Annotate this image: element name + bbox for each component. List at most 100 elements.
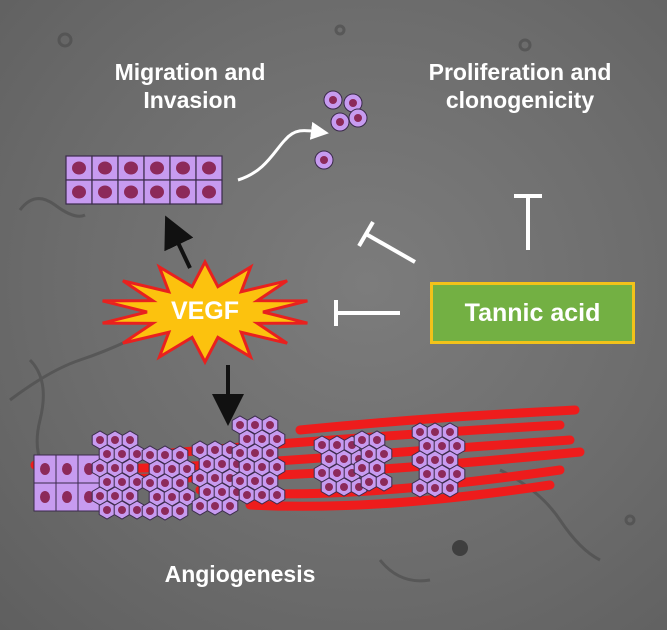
inhibit-vegf — [334, 300, 400, 326]
cell-nucleus — [258, 435, 266, 443]
cell-nucleus — [98, 185, 112, 199]
cell-nucleus — [251, 477, 259, 485]
cell-nucleus — [84, 463, 94, 475]
cell-nucleus — [133, 450, 141, 458]
cell-nucleus — [62, 463, 72, 475]
cell-nucleus — [126, 492, 134, 500]
cell-nucleus — [333, 441, 341, 449]
cell-nucleus — [118, 450, 126, 458]
cell-nucleus — [196, 474, 204, 482]
sheet-cell — [143, 179, 171, 205]
cell-nucleus — [98, 161, 112, 175]
cell-nucleus — [183, 493, 191, 501]
cell-nucleus — [318, 441, 326, 449]
cell-nucleus — [358, 464, 366, 472]
cell-nucleus — [202, 185, 216, 199]
cell-nucleus — [325, 483, 333, 491]
cell-nucleus — [325, 455, 333, 463]
cell-nucleus — [211, 474, 219, 482]
cell-nucleus — [258, 463, 266, 471]
cell-nucleus — [236, 477, 244, 485]
vegf-to-migration-arrow — [164, 215, 194, 269]
cell-nucleus — [196, 502, 204, 510]
vessel-strand — [295, 405, 580, 435]
cell-nucleus — [176, 507, 184, 515]
cell-nucleus — [161, 451, 169, 459]
cell-nucleus — [133, 506, 141, 514]
epithelial-cell-sheet — [65, 155, 223, 205]
cell-nucleus — [150, 185, 164, 199]
cell-nucleus — [349, 99, 357, 107]
cell-nucleus — [340, 455, 348, 463]
cell-nucleus — [336, 118, 344, 126]
cell-nucleus — [153, 465, 161, 473]
cell-nucleus — [423, 470, 431, 478]
cell-nucleus — [243, 491, 251, 499]
migrating-cells — [314, 90, 368, 170]
cell-nucleus — [226, 502, 234, 510]
cell-nucleus — [126, 436, 134, 444]
cell-nucleus — [320, 156, 328, 164]
cell-nucleus — [358, 436, 366, 444]
cell-nucleus — [251, 449, 259, 457]
cell-nucleus — [423, 442, 431, 450]
cell-nucleus — [266, 421, 274, 429]
cell-nucleus — [40, 491, 50, 503]
migration-arrow — [237, 121, 329, 182]
cell-nucleus — [380, 478, 388, 486]
cell-nucleus — [111, 464, 119, 472]
cell-nucleus — [416, 484, 424, 492]
cell-nucleus — [211, 502, 219, 510]
cell-nucleus — [124, 161, 138, 175]
cell-nucleus — [62, 491, 72, 503]
cell-nucleus — [211, 446, 219, 454]
cell-nucleus — [161, 507, 169, 515]
cell-nucleus — [202, 161, 216, 175]
inhibit-migration — [357, 220, 416, 264]
cell-nucleus — [318, 469, 326, 477]
cell-nucleus — [431, 484, 439, 492]
cell-nucleus — [84, 491, 94, 503]
cell-nucleus — [251, 421, 259, 429]
inhibit-proliferation — [514, 194, 542, 250]
cell-nucleus — [380, 450, 388, 458]
cell-nucleus — [258, 491, 266, 499]
cell-nucleus — [218, 488, 226, 496]
cell-nucleus — [146, 507, 154, 515]
cell-nucleus — [168, 465, 176, 473]
cell-nucleus — [146, 479, 154, 487]
cell-nucleus — [446, 456, 454, 464]
cell-nucleus — [431, 456, 439, 464]
cell-nucleus — [431, 428, 439, 436]
cell-nucleus — [373, 464, 381, 472]
cell-nucleus — [365, 478, 373, 486]
cell-nucleus — [218, 460, 226, 468]
cell-nucleus — [103, 478, 111, 486]
cell-nucleus — [196, 446, 204, 454]
cell-nucleus — [153, 493, 161, 501]
cell-nucleus — [72, 185, 86, 199]
angiogenesis-cell-clusters — [33, 415, 466, 521]
cell-nucleus — [133, 478, 141, 486]
vegf-label: VEGF — [170, 297, 240, 325]
cell-nucleus — [236, 421, 244, 429]
cell-nucleus — [243, 463, 251, 471]
tannic-acid-label: Tannic acid — [464, 298, 601, 327]
cell-nucleus — [103, 450, 111, 458]
cell-nucleus — [416, 456, 424, 464]
cell-nucleus — [438, 442, 446, 450]
vegf-burst-shape — [102, 258, 308, 366]
cell-nucleus — [96, 436, 104, 444]
cell-nucleus — [243, 435, 251, 443]
cell-nucleus — [453, 470, 461, 478]
cell-nucleus — [236, 449, 244, 457]
cell-nucleus — [273, 463, 281, 471]
sheet-cell — [117, 179, 145, 205]
cell-nucleus — [146, 451, 154, 459]
cell-nucleus — [176, 479, 184, 487]
cell-nucleus — [118, 478, 126, 486]
cell-nucleus — [40, 463, 50, 475]
cell-nucleus — [273, 491, 281, 499]
cell-nucleus — [150, 161, 164, 175]
